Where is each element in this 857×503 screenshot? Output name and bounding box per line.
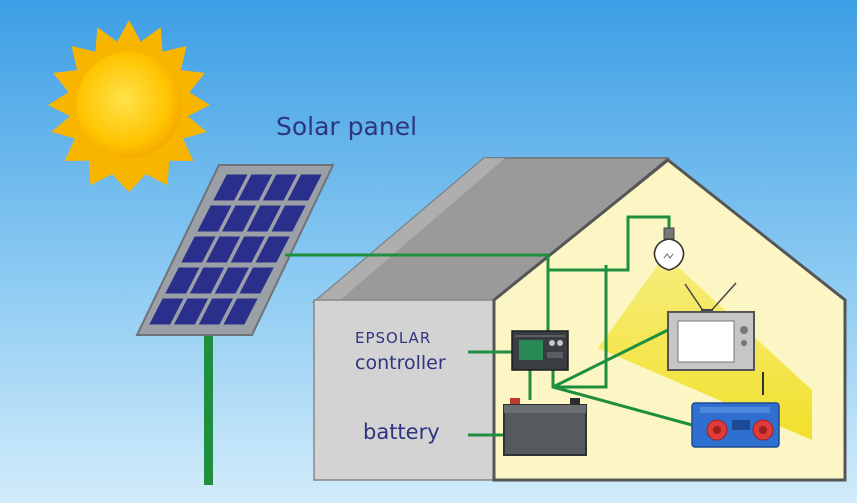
wires (285, 215, 693, 437)
light-bulb-icon (653, 227, 685, 271)
panel-cell (198, 298, 233, 325)
panel-cell (214, 267, 249, 294)
panel-cell (287, 174, 322, 201)
battery-icon (503, 398, 587, 456)
controller-icon (511, 330, 569, 371)
battery-label: battery (363, 420, 440, 444)
panel-cell (181, 236, 216, 263)
panel-cell (174, 298, 209, 325)
controller-brand-label: EPSOLAR (355, 329, 432, 347)
wire-panel-to-controller (285, 253, 550, 335)
panel-cell (190, 267, 225, 294)
panel-cell (197, 205, 232, 232)
tv-icon (667, 282, 755, 371)
wire-to-tv (552, 328, 669, 389)
panel-cell (230, 236, 265, 263)
panel-pole (204, 330, 213, 485)
wire-controller-to-bulb (548, 215, 671, 272)
panel-cell (222, 205, 257, 232)
panel-cell (255, 236, 290, 263)
house-roof-shade (314, 158, 505, 302)
panel-cell (271, 205, 306, 232)
controller-label: controller (355, 352, 446, 374)
wire-to-radio (552, 385, 693, 427)
panel-cell (149, 298, 184, 325)
solar-panel-label: Solar panel (276, 112, 418, 141)
panel-cell (165, 267, 200, 294)
panel-cell (223, 298, 258, 325)
wire-controller-to-loads (551, 265, 608, 389)
panel-cells (149, 174, 322, 325)
radio-icon (691, 372, 780, 448)
solar-panel-icon (135, 164, 335, 336)
panel-cell (238, 174, 273, 201)
panel-cell (239, 267, 274, 294)
panel-cell (213, 174, 248, 201)
panel-cell (206, 236, 241, 263)
panel-cell (246, 205, 281, 232)
house-side-wall (313, 299, 495, 481)
panel-cell (262, 174, 297, 201)
sun-icon (48, 20, 210, 192)
